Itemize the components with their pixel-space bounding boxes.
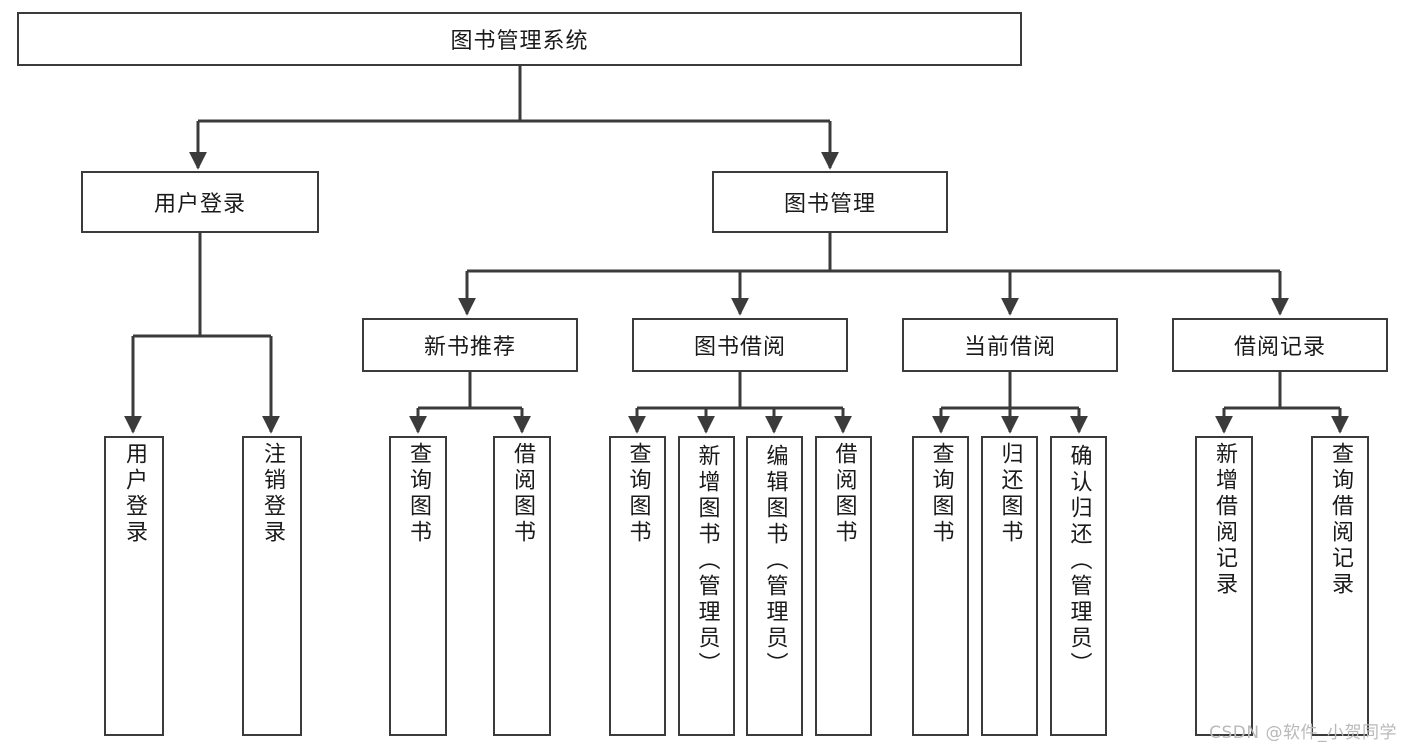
node-label: 确认归还（管理员）	[1066, 444, 1092, 678]
node-user-login[interactable]: 用户登录	[81, 171, 319, 233]
leaf-edit-book-admin[interactable]: 编辑图书（管理员）	[746, 436, 803, 736]
node-label: 借阅记录	[1233, 335, 1326, 360]
leaf-query-book-borrow[interactable]: 查询图书	[609, 436, 666, 736]
leaf-confirm-return-admin[interactable]: 确认归还（管理员）	[1050, 436, 1107, 736]
node-label: 新增图书（管理员）	[694, 444, 720, 678]
node-label: 借阅图书	[831, 442, 857, 546]
node-book-borrow[interactable]: 图书借阅	[632, 318, 848, 372]
leaf-borrow-book[interactable]: 借阅图书	[815, 436, 872, 736]
node-label: 借阅图书	[510, 442, 535, 546]
node-label: 用户登录	[153, 192, 246, 217]
node-new-book-recommend[interactable]: 新书推荐	[362, 318, 578, 372]
leaf-query-borrow-record[interactable]: 查询借阅记录	[1311, 436, 1369, 736]
node-label: 归还图书	[997, 442, 1023, 546]
node-label: 新书推荐	[423, 335, 516, 360]
leaf-query-book-current[interactable]: 查询图书	[912, 436, 969, 736]
node-label: 当前借阅	[963, 335, 1056, 360]
node-label: 新增借阅记录	[1212, 442, 1237, 598]
node-label: 查询图书	[928, 442, 954, 546]
leaf-query-book-recommend[interactable]: 查询图书	[389, 436, 447, 736]
leaf-add-book-admin[interactable]: 新增图书（管理员）	[678, 436, 735, 736]
node-label: 查询借阅记录	[1328, 442, 1353, 598]
node-label: 图书管理	[783, 192, 876, 217]
leaf-borrow-book-recommend[interactable]: 借阅图书	[493, 436, 551, 736]
leaf-user-login[interactable]: 用户登录	[104, 436, 164, 736]
node-label: 编辑图书（管理员）	[762, 444, 788, 678]
node-book-management[interactable]: 图书管理	[712, 171, 948, 233]
leaf-return-book[interactable]: 归还图书	[981, 436, 1038, 736]
node-root-library-system[interactable]: 图书管理系统	[17, 12, 1022, 66]
node-label: 图书借阅	[693, 335, 786, 360]
node-borrow-record[interactable]: 借阅记录	[1172, 318, 1388, 372]
node-label: 查询图书	[625, 442, 651, 546]
node-current-borrow[interactable]: 当前借阅	[902, 318, 1118, 372]
node-label: 注销登录	[260, 442, 285, 546]
leaf-logout[interactable]: 注销登录	[242, 436, 302, 736]
node-label: 用户登录	[122, 442, 147, 546]
csdn-watermark: CSDN @软件_小贺同学	[1209, 723, 1397, 743]
node-label: 图书管理系统	[450, 29, 589, 54]
node-label: 查询图书	[406, 442, 431, 546]
leaf-add-borrow-record[interactable]: 新增借阅记录	[1195, 436, 1253, 736]
